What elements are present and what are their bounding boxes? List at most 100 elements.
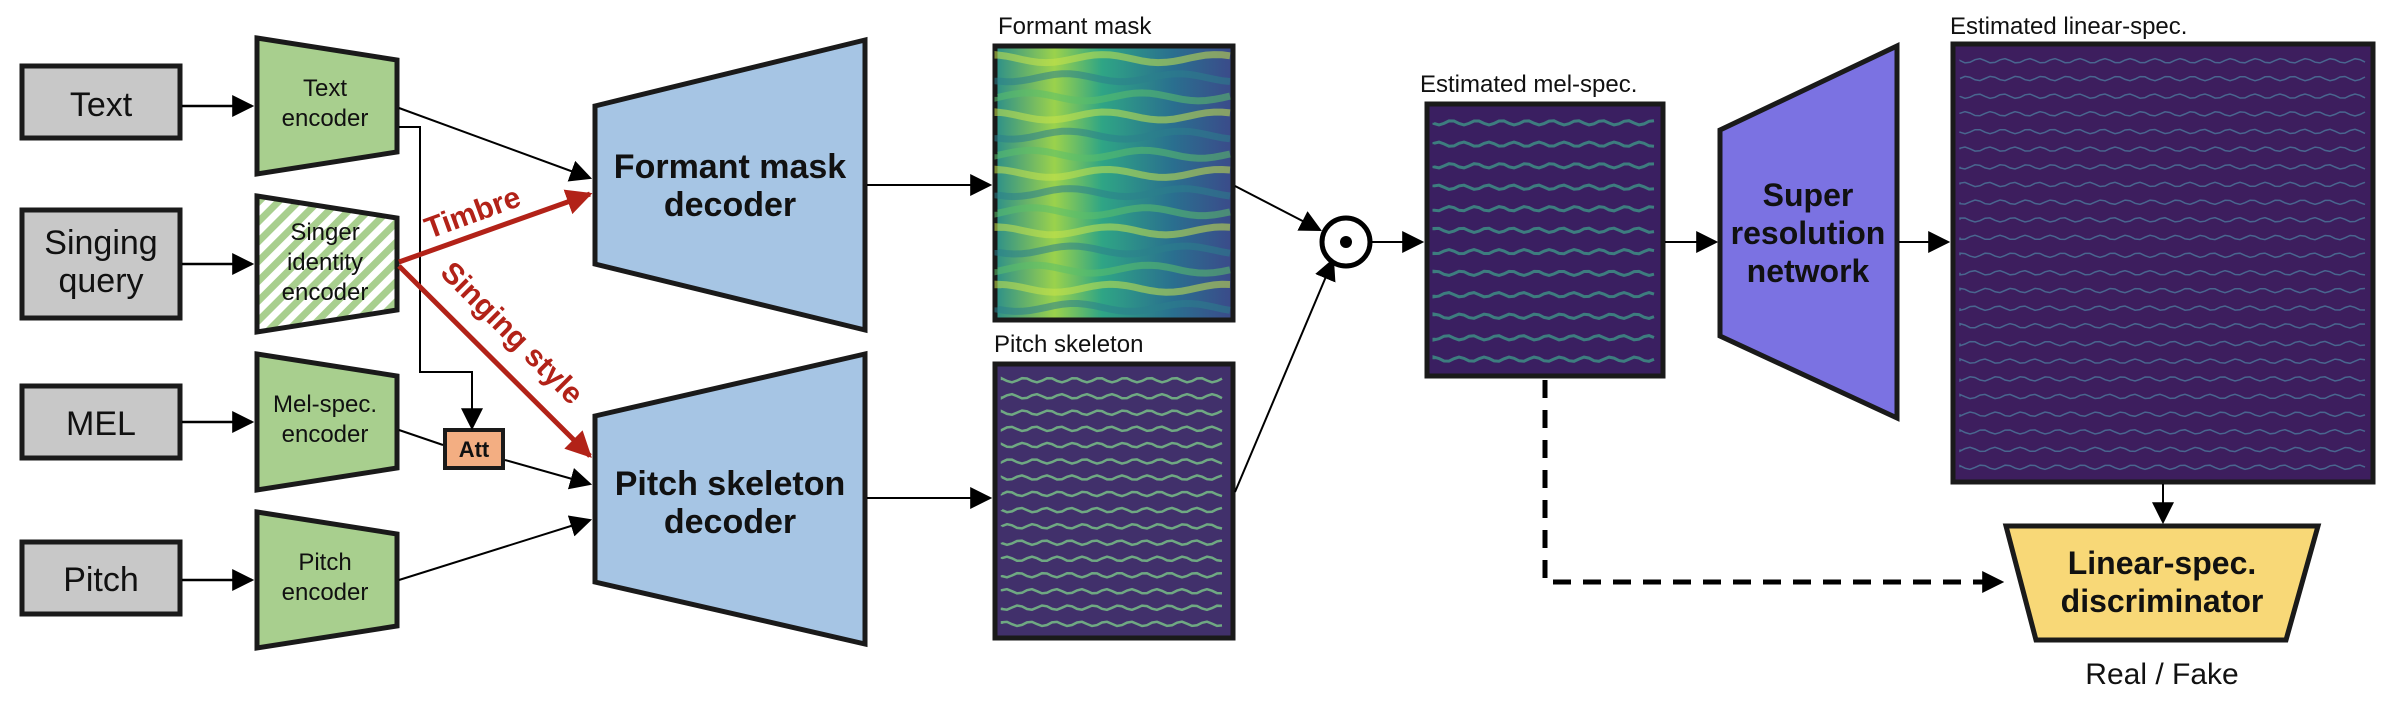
input-pitch-label: Pitch <box>63 561 139 599</box>
spectrogram-line <box>1432 205 1655 213</box>
formant-band <box>994 261 1231 277</box>
spectrogram-line <box>1959 357 2366 365</box>
input-singing-query-label-2: query <box>58 262 143 300</box>
formant-band <box>994 280 1231 296</box>
pitch-skeleton-decoder: Pitch skeleton decoder <box>592 350 868 648</box>
formant-mask-decoder: Formant mask decoder <box>592 36 868 334</box>
spectrogram-line <box>1959 234 2366 241</box>
multiply-operator <box>1319 215 1373 269</box>
spectrogram-line <box>1000 425 1223 433</box>
input-mel-label: MEL <box>66 405 136 443</box>
dashed-mel-to-discriminator <box>1542 380 2005 593</box>
spectrogram-line <box>1000 522 1223 530</box>
input-pitch-box: Pitch <box>19 539 183 617</box>
spectrogram-line <box>1959 428 2366 435</box>
formant-band <box>994 299 1231 315</box>
singing-style-arrow <box>397 264 592 458</box>
spectrogram-line <box>1432 312 1655 320</box>
line-text-encoder-to-att <box>399 126 483 431</box>
formant-mask-spectrogram <box>992 43 1236 323</box>
text-encoder-label-2: encoder <box>282 105 369 132</box>
arrow-skeleton-to-multiply <box>1234 257 1336 493</box>
spectrogram-line <box>1000 458 1223 465</box>
pitch-skeleton-decoder-label-2: decoder <box>664 503 796 541</box>
spectrogram-line <box>1959 393 2366 400</box>
spectrogram-line <box>1432 140 1655 148</box>
real-fake-label: Real / Fake <box>2085 658 2238 691</box>
timbre-arrow <box>398 189 593 265</box>
spectrogram-line <box>1959 252 2366 259</box>
formant-band <box>994 89 1231 105</box>
arrow-pitch-encoder-to-pitch-decoder <box>398 515 593 581</box>
spectrogram-line <box>1959 128 2366 135</box>
arrow-mask-to-multiply <box>1234 185 1322 232</box>
linear-spec-discriminator: Linear-spec. discriminator <box>2002 523 2322 643</box>
spectrogram-line <box>1432 226 1655 234</box>
attention-box: Att <box>443 428 505 470</box>
discriminator-label-1: Linear-spec. <box>2068 545 2257 581</box>
formant-band <box>994 50 1231 67</box>
spectrogram-line <box>1959 340 2366 347</box>
input-text-box: Text <box>19 63 183 141</box>
spectrogram-line <box>1959 75 2366 82</box>
pitch-skeleton-spectrogram <box>992 361 1236 641</box>
spectrogram-line <box>1432 291 1655 299</box>
input-mel-box: MEL <box>19 383 183 461</box>
text-encoder: Text encoder <box>254 35 400 177</box>
super-resolution-label-2: resolution <box>1731 215 1886 251</box>
spectrogram-line <box>1959 322 2366 329</box>
arrow-text-encoder-to-formant <box>398 107 593 182</box>
spectrogram-line <box>1432 183 1655 191</box>
spectrogram-line <box>1959 411 2366 418</box>
mel-spec-title: Estimated mel-spec. <box>1420 71 1637 98</box>
formant-mask-title: Formant mask <box>998 13 1152 40</box>
estimated-mel-spectrogram <box>1424 101 1666 379</box>
spectrogram-line <box>1000 474 1223 481</box>
spectrogram-line <box>1959 93 2366 100</box>
spectrogram-line <box>1959 164 2366 170</box>
singer-identity-encoder: Singer identity encoder <box>254 193 400 335</box>
spectrogram-line <box>1432 119 1655 127</box>
formant-band <box>994 185 1231 201</box>
mel-spec-encoder: Mel-spec. encoder <box>254 351 400 493</box>
spectrogram-line <box>1959 110 2366 117</box>
attention-label: Att <box>459 437 490 462</box>
text-encoder-label-1: Text <box>303 75 347 102</box>
spectrogram-line <box>1959 57 2366 64</box>
spectrogram-line <box>1959 446 2366 453</box>
pitch-skeleton-decoder-label-1: Pitch skeleton <box>615 465 846 503</box>
linear-spec-title: Estimated linear-spec. <box>1950 13 2187 40</box>
pitch-skeleton-title: Pitch skeleton <box>994 331 1143 358</box>
spectrogram-line <box>1000 490 1223 498</box>
formant-band <box>994 223 1231 239</box>
super-resolution-label-1: Super <box>1763 177 1854 213</box>
spectrogram-line <box>1000 571 1223 579</box>
spectrogram-line <box>1959 269 2366 276</box>
singer-identity-encoder-label-2: identity <box>287 249 363 276</box>
spectrogram-line <box>1432 269 1655 277</box>
singing-style-label: Singing style <box>434 256 589 411</box>
mel-spec-encoder-label-2: encoder <box>282 421 369 448</box>
spectrogram-line <box>1959 199 2366 206</box>
spectrogram-line <box>1959 464 2366 471</box>
spectrogram-line <box>1959 305 2366 312</box>
input-singing-query-box: Singing query <box>19 207 183 321</box>
spectrogram-line <box>1000 604 1223 612</box>
formant-band <box>994 108 1231 124</box>
pitch-encoder: Pitch encoder <box>254 509 400 651</box>
discriminator-label-2: discriminator <box>2061 583 2264 619</box>
pitch-encoder-label-1: Pitch <box>298 549 351 576</box>
formant-band <box>994 165 1231 181</box>
spectrogram-line <box>1000 539 1223 547</box>
estimated-linear-spectrogram <box>1950 41 2376 485</box>
spectrogram-line <box>1000 441 1223 449</box>
formant-mask-decoder-label-2: decoder <box>664 186 796 224</box>
spectrogram-line <box>1000 620 1223 628</box>
spectrogram-line <box>1959 146 2366 153</box>
input-singing-query-label-1: Singing <box>44 224 157 262</box>
arrow-mel-encoder-to-att <box>398 429 444 446</box>
spectrogram-line <box>1432 248 1655 256</box>
spectrogram-line <box>1959 216 2366 223</box>
spectrogram-line <box>1000 555 1223 563</box>
arrow-att-to-pitch-decoder <box>504 459 593 490</box>
